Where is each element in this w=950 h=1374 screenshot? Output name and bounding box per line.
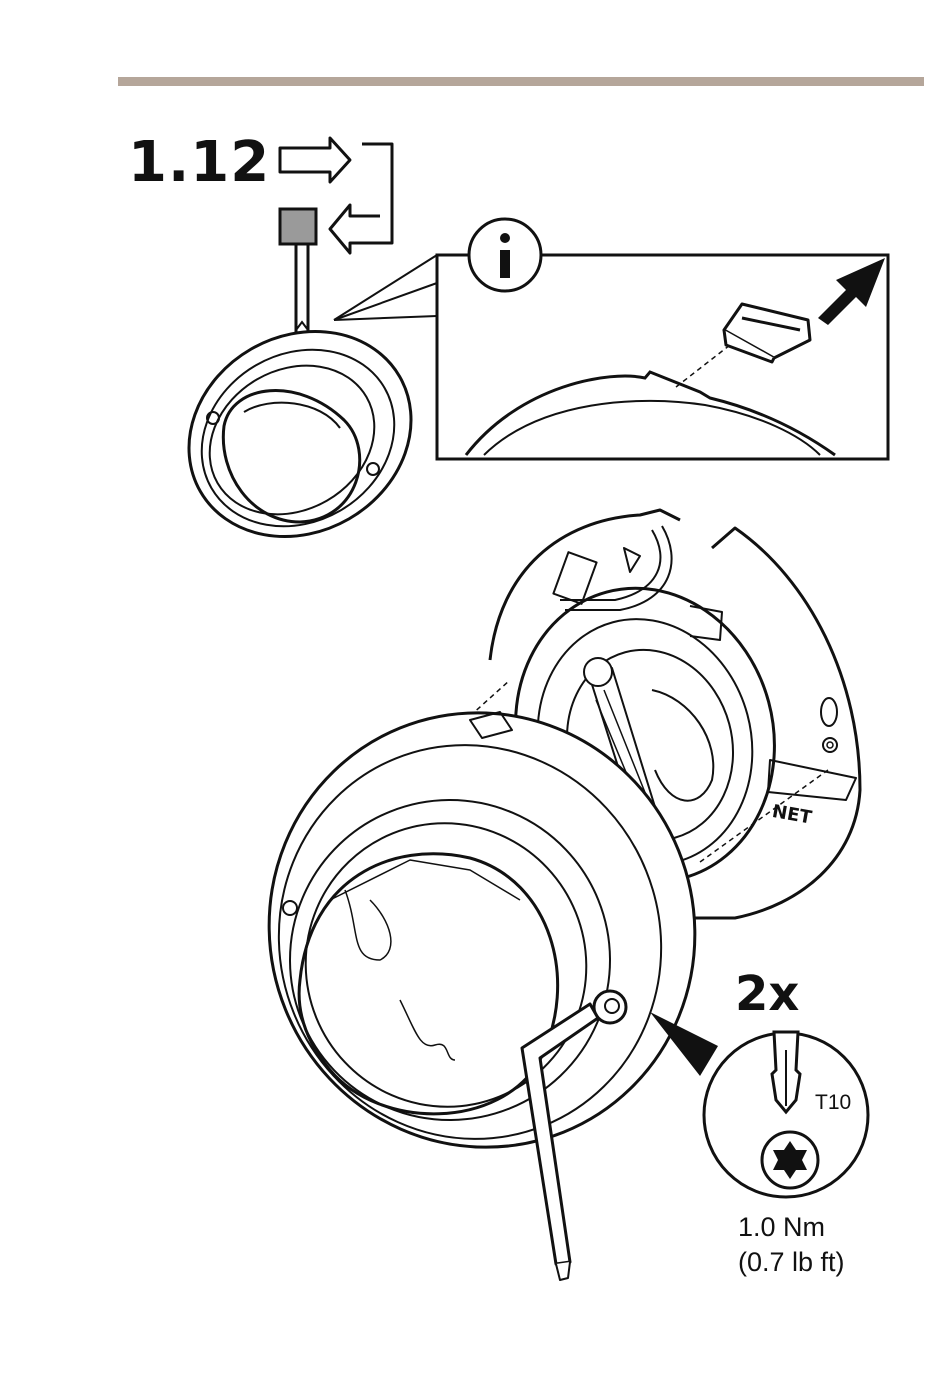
torque-imperial: (0.7 lb ft) <box>738 1245 845 1280</box>
header-rule <box>118 77 924 86</box>
camera-closed-small <box>151 209 448 576</box>
screw-count-label: 2x <box>735 970 799 1018</box>
pull-direction-arrow-icon <box>818 258 885 325</box>
accessory-grey-box <box>280 209 316 244</box>
camera-dome-cover <box>204 648 760 1211</box>
torque-spec: 1.0 Nm (0.7 lb ft) <box>738 1210 845 1279</box>
cable-cover-piece <box>724 304 810 362</box>
step-number: 1.12 <box>128 135 270 191</box>
info-detail-panel <box>334 219 888 459</box>
torque-metric: 1.0 Nm <box>738 1210 845 1245</box>
torx-bit-label: T10 <box>815 1092 851 1113</box>
svg-text:NET: NET <box>771 801 814 829</box>
